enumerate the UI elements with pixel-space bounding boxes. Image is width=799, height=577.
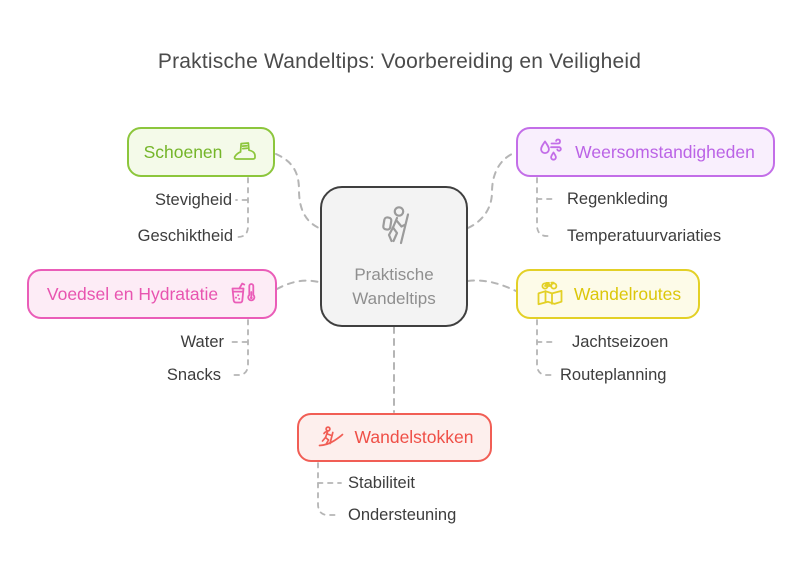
subitem-water: Water bbox=[180, 333, 224, 351]
central-node: Praktische Wandeltips bbox=[320, 186, 468, 327]
branch-weersomstandigheden-label: Weersomstandigheden bbox=[575, 141, 755, 162]
subitem-temperatuurvariaties: Temperatuurvariaties bbox=[567, 227, 722, 245]
subitem-snacks: Snacks bbox=[166, 366, 221, 384]
subitem-regenkleding: Regenkleding bbox=[567, 190, 668, 208]
branch-schoenen: Schoenen bbox=[127, 127, 275, 177]
bracket-voedsel bbox=[232, 319, 249, 376]
subitem-geschiktheid: Geschiktheid bbox=[137, 227, 233, 245]
connector-voedsel-center bbox=[276, 279, 320, 290]
rain-wind-icon bbox=[536, 137, 566, 167]
branch-schoenen-label: Schoenen bbox=[143, 141, 223, 162]
branch-wandelroutes: Wandelroutes bbox=[516, 269, 700, 319]
branch-wandelroutes-label: Wandelroutes bbox=[573, 283, 682, 304]
connector-schoenen-center bbox=[275, 153, 320, 229]
map-bicycle-icon bbox=[535, 279, 565, 309]
bracket-stokken bbox=[317, 462, 338, 516]
connector-center-routes bbox=[467, 279, 517, 292]
subitem-ondersteuning: Ondersteuning bbox=[348, 506, 457, 524]
bracket-routes bbox=[536, 319, 552, 376]
hiking-boot-icon bbox=[231, 139, 258, 166]
branch-wandelstokken: Wandelstokken bbox=[297, 413, 492, 462]
subitem-stevigheid: Stevigheid bbox=[154, 191, 232, 209]
branch-wandelstokken-label: Wandelstokken bbox=[354, 427, 474, 447]
subitem-routeplanning: Routeplanning bbox=[560, 366, 667, 384]
subitem-stabiliteit: Stabiliteit bbox=[348, 474, 415, 492]
branch-voedsel-en-hydratatie: Voedsel en Hydratatie bbox=[27, 269, 277, 319]
connector-center-weer bbox=[467, 152, 515, 229]
central-label-line2: Wandeltips bbox=[352, 289, 436, 309]
drink-thermometer-icon bbox=[227, 279, 257, 309]
bracket-weer bbox=[536, 177, 553, 237]
diagram-title: Praktische Wandeltips: Voorbereiding en … bbox=[157, 50, 642, 73]
subitem-jachtseizoen: Jachtseizoen bbox=[572, 333, 669, 351]
branch-weersomstandigheden: Weersomstandigheden bbox=[516, 127, 775, 177]
bracket-schoenen bbox=[237, 177, 249, 238]
hiker-icon bbox=[370, 202, 418, 257]
branch-voedsel-label: Voedsel en Hydratatie bbox=[46, 283, 219, 304]
hiker-climbing-icon bbox=[316, 423, 346, 453]
central-label-line1: Praktische bbox=[354, 264, 434, 284]
